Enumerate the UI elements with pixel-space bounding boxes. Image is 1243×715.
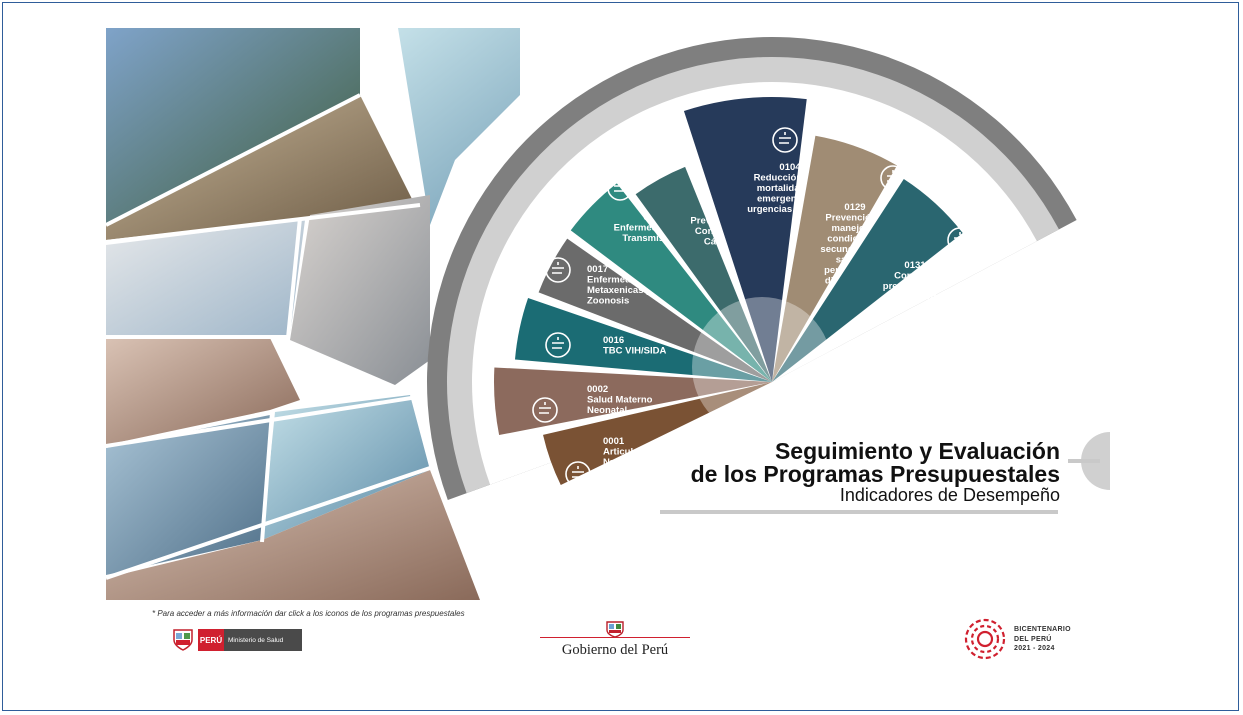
program-label-0024: Cáncer — [704, 237, 737, 248]
program-label-0017: Zoonosis — [587, 296, 629, 307]
lungs-icon[interactable] — [545, 332, 571, 358]
photo-vaccination — [398, 28, 520, 225]
program-label-0016: TBC VIH/SIDA — [603, 346, 666, 357]
bicentenario-emblem-icon — [964, 618, 1006, 660]
program-segment-0002[interactable] — [494, 367, 772, 436]
program-label-0104: mortalidad por — [757, 183, 824, 194]
program-label-0018: Enfermedades No — [614, 223, 695, 234]
page-subtitle: Indicadores de Desempeño — [839, 485, 1060, 505]
program-label-0129: manejo de — [832, 223, 879, 234]
photo-collage — [105, 28, 520, 600]
program-label-0131: salud mental — [886, 292, 944, 303]
minsa-logo: PERÚ Ministerio de Salud — [172, 627, 306, 653]
program-segment-0017[interactable] — [538, 238, 772, 382]
program-code-0104: 0104 — [779, 162, 801, 173]
bicentenario-logo: BICENTENARIO DEL PERÚ 2021 - 2024 — [962, 617, 1092, 661]
program-label-0129: Prevención y — [825, 213, 885, 224]
program-label-0001: Articulado — [603, 447, 650, 458]
program-segment-0018[interactable] — [570, 183, 772, 382]
photo-pregnancy — [106, 470, 480, 600]
program-label-0017: Enfermedades — [587, 275, 652, 286]
photo-fumigation — [106, 95, 415, 240]
title-underline — [660, 510, 1058, 514]
program-label-0001: Nutricional — [603, 457, 653, 468]
mosquito-icon[interactable] — [545, 257, 571, 283]
program-label-0024: Control del — [695, 226, 745, 237]
brain-head-icon[interactable] — [947, 227, 973, 253]
program-label-0104: Reducción de la — [754, 173, 828, 184]
gobierno-label: Gobierno del Perú — [561, 642, 669, 658]
page-title-line2: de los Programas Presupuestales — [690, 461, 1060, 487]
ambulance-icon[interactable] — [772, 127, 798, 153]
mother-baby-icon[interactable] — [532, 397, 558, 423]
program-label-0017: Metaxenicas y — [587, 285, 652, 296]
program-code-0016: 0016 — [603, 335, 624, 346]
bicentenario-text-3: 2021 - 2024 — [1014, 645, 1055, 652]
program-code-0129: 0129 — [844, 202, 865, 213]
program-segment-0131[interactable] — [772, 179, 963, 382]
program-label-0104: emergencias y — [757, 194, 824, 205]
program-code-0002: 0002 — [587, 384, 608, 395]
program-code-0001: 0001 — [603, 436, 625, 447]
program-label-0002: Salud Materno — [587, 395, 653, 406]
program-label-0104: urgencias médicas — [747, 204, 833, 215]
program-label-0018: Transmisibles — [622, 233, 685, 244]
program-segment-0001[interactable] — [543, 382, 772, 486]
program-segment-0024[interactable] — [635, 166, 772, 382]
photo-newborn — [106, 220, 305, 335]
peru-coat-of-arms-icon — [606, 621, 624, 638]
photo-ward — [262, 395, 430, 540]
program-label-0129: secundarias de — [820, 244, 889, 255]
program-label-0131: Control y — [894, 271, 936, 282]
program-segment-0016[interactable] — [514, 298, 772, 382]
fan-hub — [692, 297, 832, 437]
health-shield-icon[interactable] — [607, 175, 633, 201]
program-segment-0129[interactable] — [772, 135, 897, 382]
bicentenario-text-2: DEL PERÚ — [1014, 636, 1052, 643]
clipboard-icon[interactable] — [565, 461, 591, 487]
disability-icon[interactable] — [880, 165, 906, 191]
program-label-0002: Neonatal — [587, 405, 627, 416]
photo-nurse — [106, 28, 360, 225]
minsa-ministerio-label: Ministerio de Salud — [224, 629, 302, 651]
footer-note: * Para acceder a más información dar cli… — [152, 609, 465, 618]
program-code-0131: 0131 — [904, 260, 926, 271]
program-label-0129: condiciones — [827, 234, 882, 245]
peru-shield-icon — [173, 629, 193, 651]
program-label-0131: prevención en — [883, 281, 948, 292]
program-segment-0104[interactable] — [683, 96, 807, 382]
page-title-line1: Seguimiento y Evaluación — [774, 438, 1060, 464]
program-code-0017: 0017 — [587, 264, 608, 275]
photo-doctor — [106, 338, 300, 445]
photo-ambulance — [290, 195, 430, 385]
minsa-peru-label: PERÚ — [198, 629, 224, 651]
bicentenario-text-1: BICENTENARIO — [1014, 626, 1071, 633]
